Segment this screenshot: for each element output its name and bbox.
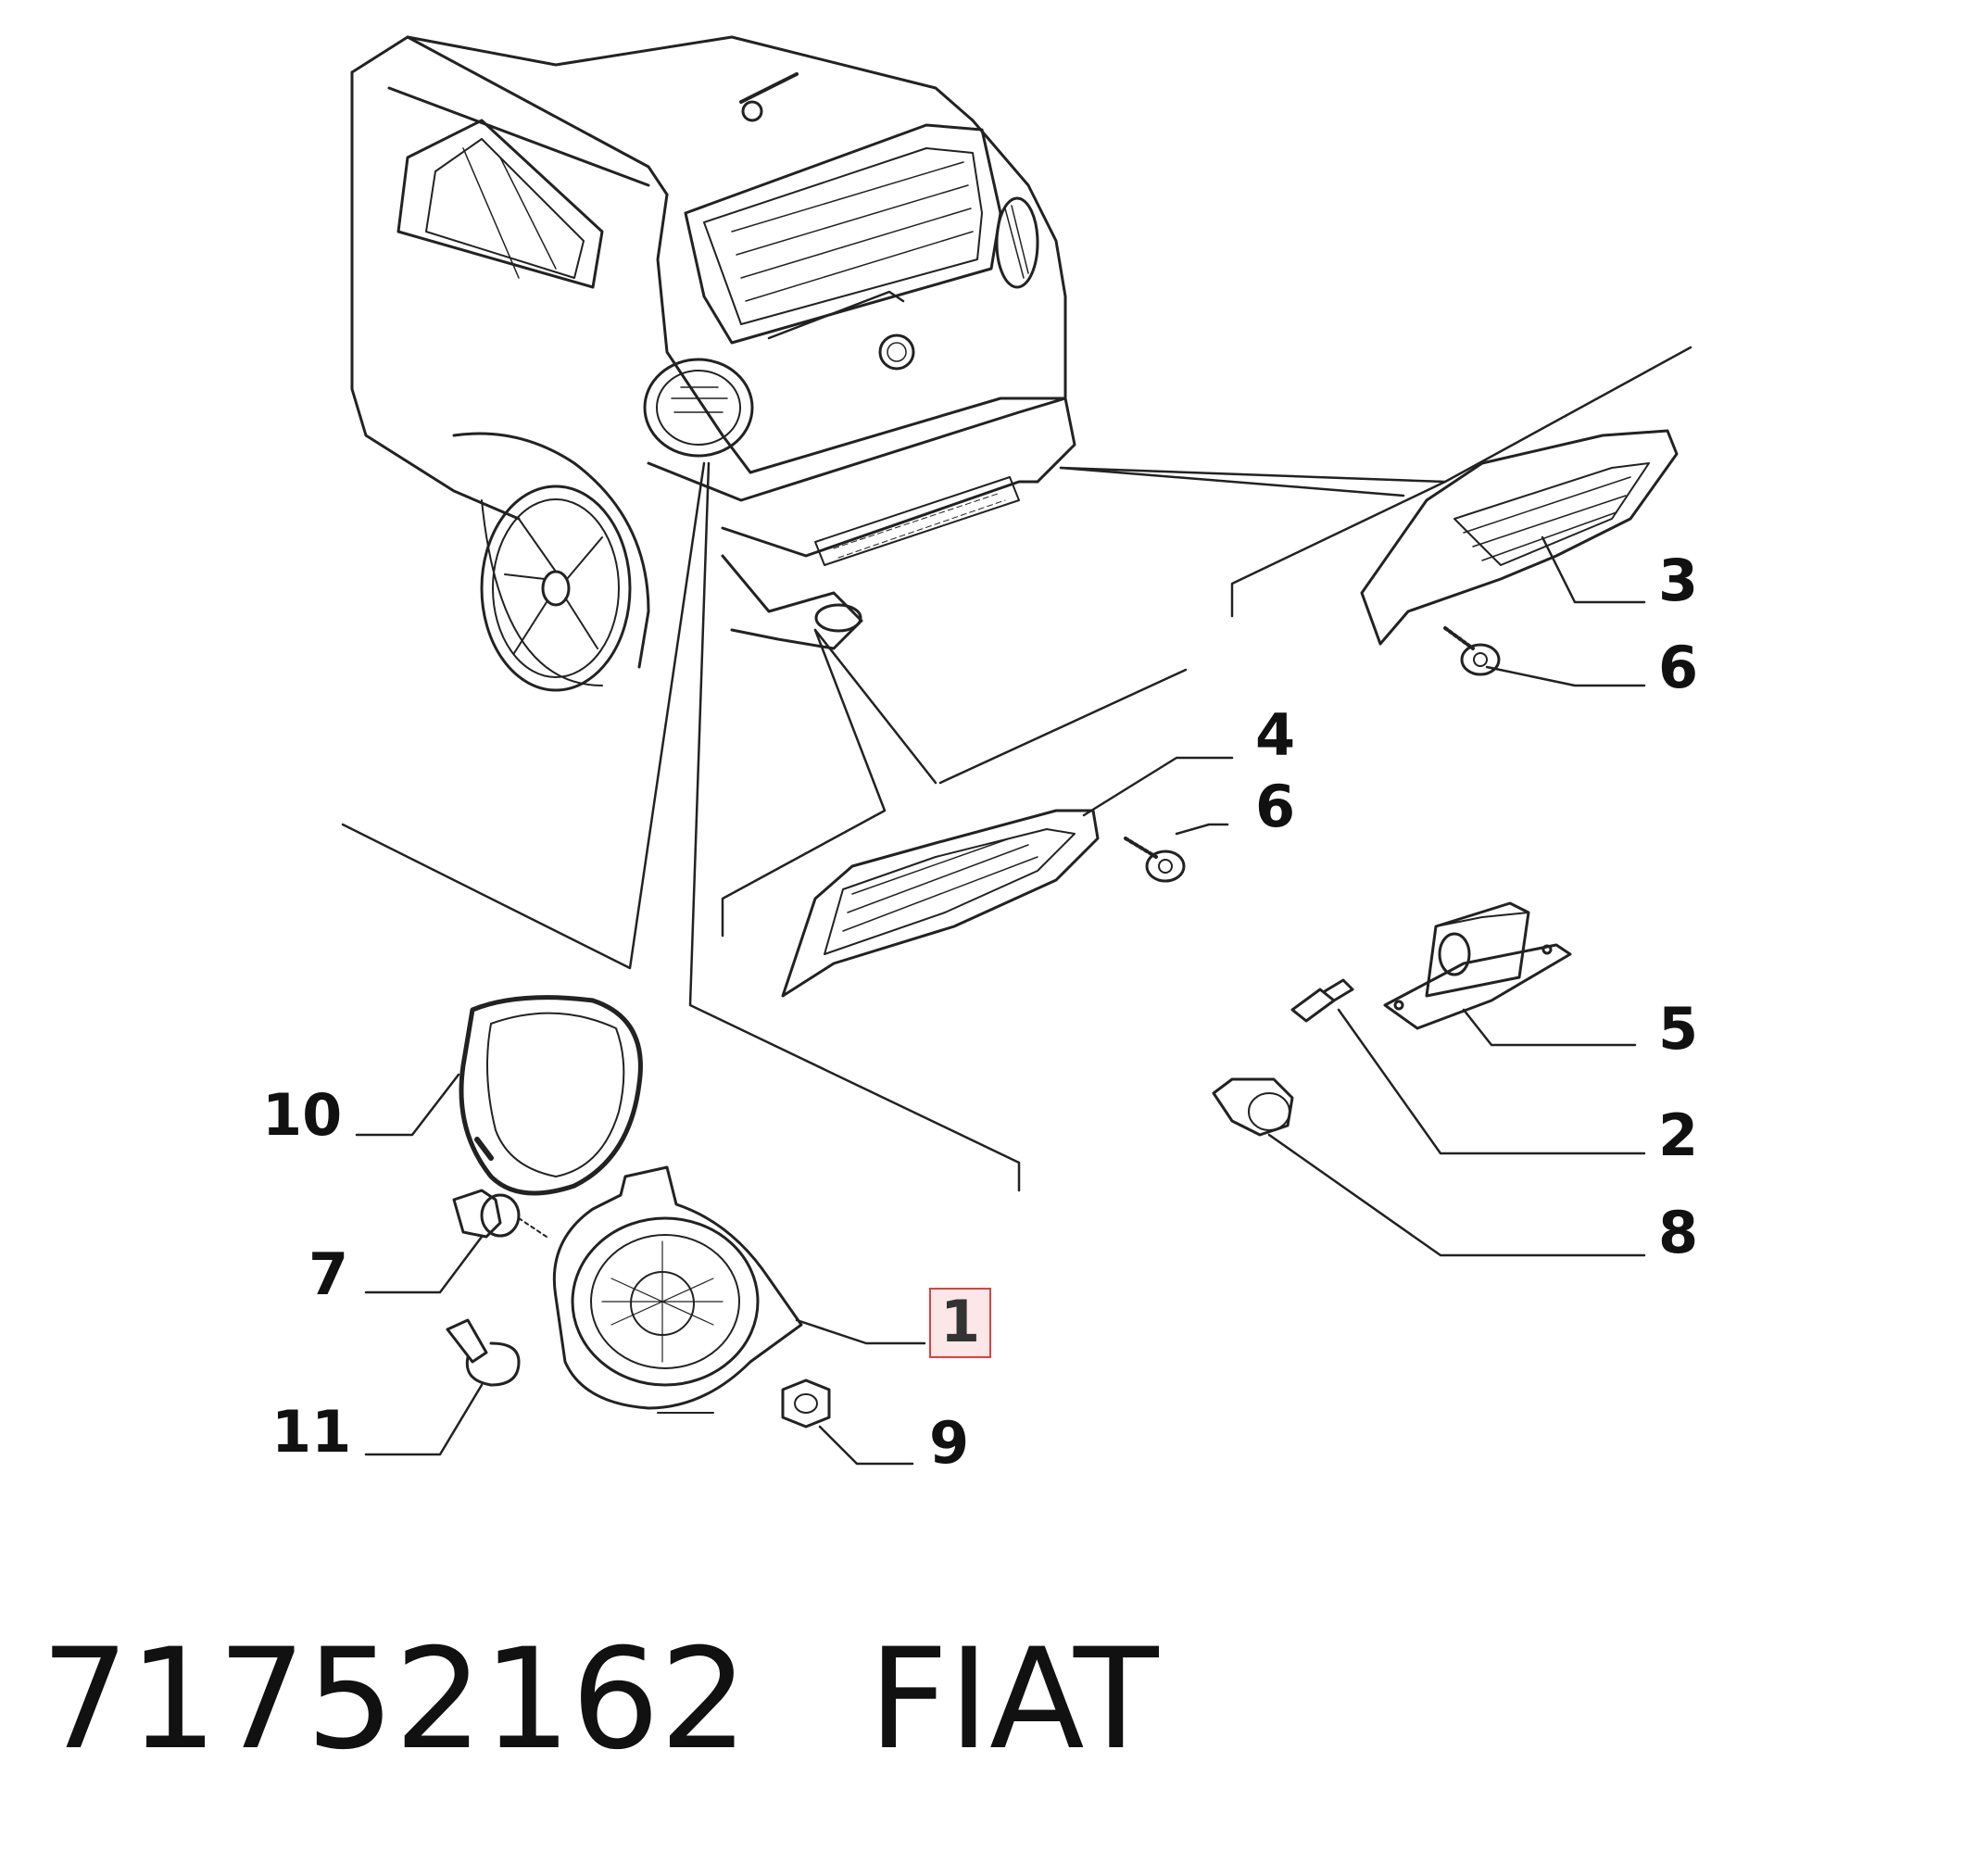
callout-11: 11	[271, 1398, 352, 1466]
callout-9: 9	[929, 1409, 970, 1477]
part-6-screws	[1124, 626, 1501, 883]
callout-1-highlighted[interactable]: 1	[929, 1288, 992, 1358]
callout-6-upper: 6	[1658, 634, 1699, 701]
part-7-holder	[452, 1189, 547, 1239]
callout-6-lower: 6	[1255, 773, 1296, 840]
callout-leaders	[355, 535, 1646, 1466]
callout-3: 3	[1658, 547, 1699, 614]
callout-2: 2	[1658, 1101, 1699, 1169]
callout-10: 10	[262, 1081, 343, 1149]
callout-8: 8	[1658, 1199, 1699, 1266]
callout-7: 7	[308, 1240, 349, 1308]
part-8-grommet	[1212, 1077, 1294, 1137]
part-2-bulb	[1290, 978, 1354, 1023]
brand-name: FIAT	[868, 1619, 1159, 1781]
part-9-nut	[781, 1378, 831, 1429]
part-10-bezel	[459, 995, 643, 1196]
callout-4: 4	[1255, 701, 1296, 769]
car-illustration	[350, 35, 1076, 692]
part-11-bulb	[446, 1318, 521, 1387]
part-number: 71752162	[41, 1619, 749, 1781]
part-3-reflector	[1360, 429, 1679, 646]
leader-lines	[341, 346, 1692, 1192]
callout-5: 5	[1658, 995, 1699, 1063]
part-4-reflector	[781, 809, 1100, 998]
part-5-licence-lamp	[1383, 901, 1572, 1030]
part-1-tail-lamp	[552, 1165, 803, 1414]
